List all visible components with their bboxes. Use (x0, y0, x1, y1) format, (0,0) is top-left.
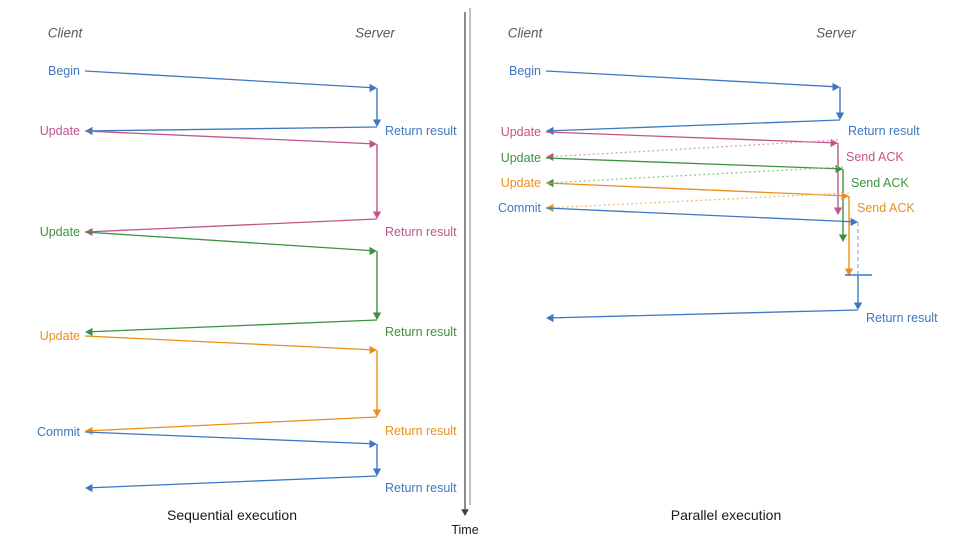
message-line-parallel-0 (545, 70, 835, 88)
server-bar-arrowhead-parallel-3 (844, 268, 854, 276)
message-label-sequential-9: Return result (385, 480, 457, 495)
column-header-server-sequential: Server (355, 25, 395, 41)
server-bar-arrowhead-parallel-0 (835, 112, 845, 120)
message-arrowhead-sequential-8 (369, 439, 377, 449)
message-line-sequential-2 (84, 130, 372, 145)
message-line-sequential-3 (90, 218, 378, 233)
message-label-sequential-6: Update (39, 328, 80, 343)
message-arrowhead-sequential-0 (369, 83, 377, 93)
server-bar-arrowhead-sequential-0 (372, 119, 382, 127)
message-label-parallel-5: Send ACK (851, 175, 909, 190)
message-line-parallel-1 (551, 119, 841, 132)
message-label-sequential-1: Return result (385, 123, 457, 138)
panel-caption-parallel: Parallel execution (670, 507, 782, 523)
message-arrowhead-sequential-2 (369, 139, 377, 149)
message-label-parallel-8: Commit (497, 200, 541, 215)
message-label-parallel-7: Send ACK (857, 200, 915, 215)
message-arrowhead-sequential-5 (85, 327, 93, 337)
message-label-parallel-6: Update (500, 175, 541, 190)
message-label-parallel-2: Update (500, 124, 541, 139)
message-label-parallel-1: Return result (848, 123, 920, 138)
server-bar-arrowhead-sequential-1 (372, 211, 382, 219)
message-line-parallel-8 (545, 207, 853, 223)
message-line-parallel-4 (545, 157, 838, 170)
column-header-client-sequential: Client (47, 25, 83, 41)
message-arrowhead-sequential-7 (85, 426, 93, 436)
message-label-sequential-2: Update (39, 123, 80, 138)
message-line-sequential-1 (90, 126, 378, 132)
message-label-sequential-4: Update (39, 224, 80, 239)
message-arrowhead-parallel-3 (546, 152, 554, 162)
message-label-parallel-3: Send ACK (846, 149, 904, 164)
message-arrowhead-sequential-4 (369, 246, 377, 256)
message-line-sequential-9 (90, 475, 378, 489)
time-axis-arrowhead (461, 509, 469, 516)
server-bar-arrowhead-sequential-2 (372, 312, 382, 320)
message-line-sequential-5 (90, 319, 378, 333)
panel-caption-sequential: Sequential execution (167, 507, 297, 523)
message-arrowhead-sequential-9 (85, 483, 93, 493)
message-line-parallel-7 (551, 192, 850, 209)
message-arrowhead-parallel-0 (832, 82, 840, 92)
message-label-sequential-0: Begin (48, 63, 80, 78)
message-line-parallel-9 (551, 309, 859, 319)
message-line-sequential-7 (90, 416, 378, 432)
message-label-sequential-7: Return result (385, 423, 457, 438)
message-line-sequential-0 (84, 70, 372, 89)
server-bar-arrowhead-parallel-5 (853, 302, 863, 310)
server-bar-arrowhead-parallel-2 (838, 234, 848, 242)
message-line-parallel-2 (545, 131, 833, 144)
message-line-parallel-3 (551, 139, 839, 158)
message-label-sequential-5: Return result (385, 324, 457, 339)
message-label-parallel-9: Return result (866, 310, 938, 325)
time-axis-label: Time (451, 522, 479, 537)
message-arrowhead-parallel-8 (850, 217, 858, 227)
server-bar-arrowhead-sequential-4 (372, 468, 382, 476)
message-arrowhead-parallel-9 (546, 313, 554, 323)
message-arrowhead-parallel-4 (835, 164, 843, 174)
message-arrowhead-parallel-1 (546, 126, 554, 136)
column-header-server-parallel: Server (816, 25, 856, 41)
message-label-parallel-4: Update (500, 150, 541, 165)
message-label-sequential-3: Return result (385, 224, 457, 239)
server-bar-arrowhead-sequential-3 (372, 409, 382, 417)
message-line-parallel-5 (551, 166, 844, 184)
message-line-sequential-4 (84, 231, 372, 252)
message-line-parallel-6 (545, 182, 844, 197)
message-line-sequential-6 (84, 335, 372, 351)
message-arrowhead-sequential-6 (369, 345, 377, 355)
message-line-sequential-8 (84, 431, 372, 445)
message-label-parallel-0: Begin (509, 63, 541, 78)
server-bar-arrowhead-parallel-1 (833, 207, 843, 215)
message-label-sequential-8: Commit (36, 424, 80, 439)
column-header-client-parallel: Client (507, 25, 543, 41)
